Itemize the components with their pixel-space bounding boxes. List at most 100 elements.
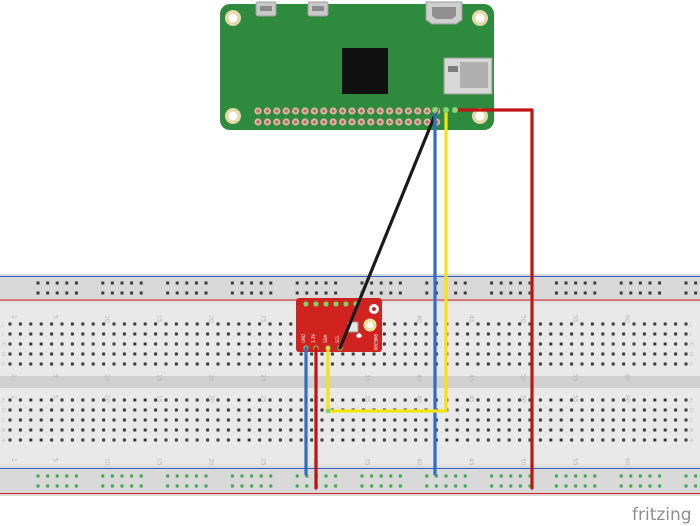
breadboard-hole <box>497 362 501 366</box>
breadboard-hole <box>684 428 688 432</box>
column-number: 15 <box>156 395 163 403</box>
breadboard-hole <box>570 428 574 432</box>
breadboard-hole-connected <box>46 474 50 478</box>
breadboard-hole <box>382 362 386 366</box>
breadboard-hole <box>538 418 542 422</box>
breadboard-hole <box>81 398 85 402</box>
breadboard-hole <box>164 418 168 422</box>
breadboard-hole <box>247 408 251 412</box>
wires <box>304 107 534 490</box>
breadboard-hole <box>414 342 418 346</box>
breadboard-hole-connected <box>528 484 532 488</box>
breadboard-hole-connected <box>230 484 234 488</box>
breadboard-hole <box>39 428 43 432</box>
breadboard-hole <box>663 332 667 336</box>
breadboard-hole <box>425 291 429 295</box>
breadboard-hole-connected <box>629 474 633 478</box>
breadboard-hole <box>295 281 299 285</box>
breadboard-hole <box>414 428 418 432</box>
breadboard-hole <box>18 398 22 402</box>
breadboard-hole <box>258 408 262 412</box>
breadboard-hole <box>393 322 397 326</box>
breadboard-hole <box>538 342 542 346</box>
breadboard-hole <box>91 362 95 366</box>
breadboard-hole <box>476 322 480 326</box>
breadboard-hole-connected <box>619 474 623 478</box>
breadboard-hole <box>112 362 116 366</box>
breadboard-hole <box>398 281 402 285</box>
breadboard-hole <box>642 428 646 432</box>
breadboard-hole <box>653 322 657 326</box>
breadboard-hole-connected <box>389 484 393 488</box>
breadboard-hole <box>237 342 241 346</box>
column-number: 20 <box>208 458 215 466</box>
breadboard-hole <box>570 398 574 402</box>
center-channel <box>0 376 700 388</box>
column-number: 50 <box>520 374 527 382</box>
breadboard-hole <box>91 398 95 402</box>
breadboard-hole <box>143 408 147 412</box>
breadboard-hole <box>497 408 501 412</box>
breadboard-hole-connected <box>269 474 273 478</box>
gpio-pin <box>416 120 420 124</box>
breadboard-hole <box>455 362 459 366</box>
breadboard-hole-connected <box>389 474 393 478</box>
breadboard-hole <box>486 418 490 422</box>
breadboard-hole <box>268 362 272 366</box>
breadboard-hole <box>110 281 114 285</box>
breadboard-hole <box>240 291 244 295</box>
breadboard-hole <box>694 281 698 285</box>
breadboard-hole <box>289 398 293 402</box>
breadboard-hole-connected <box>528 474 532 478</box>
breadboard-hole <box>590 428 594 432</box>
breadboard-hole <box>476 352 480 356</box>
breadboard-hole <box>70 332 74 336</box>
breadboard-hole <box>91 322 95 326</box>
breadboard-hole <box>528 322 532 326</box>
breadboard-hole <box>528 291 532 295</box>
breadboard-hole <box>445 428 449 432</box>
breadboard-hole <box>81 438 85 442</box>
breadboard-hole <box>351 352 355 356</box>
breadboard-hole <box>39 438 43 442</box>
breadboard-hole-connected <box>74 474 78 478</box>
row-letter: A <box>2 438 6 444</box>
breadboard-hole <box>60 332 64 336</box>
breadboard-hole <box>237 322 241 326</box>
breadboard-hole <box>206 398 210 402</box>
breadboard-hole <box>370 281 374 285</box>
fritzing-watermark: fritzing <box>632 505 692 525</box>
breadboard-hole <box>580 398 584 402</box>
breadboard-hole <box>226 418 230 422</box>
breadboard-hole <box>393 362 397 366</box>
breadboard-hole <box>258 438 262 442</box>
breadboard-hole <box>611 362 615 366</box>
breadboard-hole <box>55 281 59 285</box>
breadboard-hole <box>112 352 116 356</box>
breadboard-hole <box>164 428 168 432</box>
breadboard-hole <box>258 418 262 422</box>
breadboard-hole <box>8 438 12 442</box>
breadboard-hole <box>216 362 220 366</box>
breadboard-hole-connected <box>74 484 78 488</box>
breadboard-hole <box>454 281 458 285</box>
breadboard-hole <box>509 281 513 285</box>
breadboard-hole <box>362 352 366 356</box>
breadboard-hole <box>554 291 558 295</box>
breadboard-hole <box>518 322 522 326</box>
breadboard-hole <box>112 438 116 442</box>
breadboard-hole <box>549 332 553 336</box>
breadboard-hole-connected <box>305 484 309 488</box>
breadboard-hole <box>393 398 397 402</box>
breadboard-hole <box>334 281 338 285</box>
breadboard-hole <box>133 352 137 356</box>
breadboard-hole <box>497 438 501 442</box>
breadboard-hole-connected <box>204 474 208 478</box>
breadboard-hole <box>580 438 584 442</box>
breadboard-hole <box>601 352 605 356</box>
breadboard-hole <box>278 398 282 402</box>
breadboard-hole <box>120 291 124 295</box>
breadboard-hole-connected <box>499 484 503 488</box>
column-number: 25 <box>260 458 267 466</box>
